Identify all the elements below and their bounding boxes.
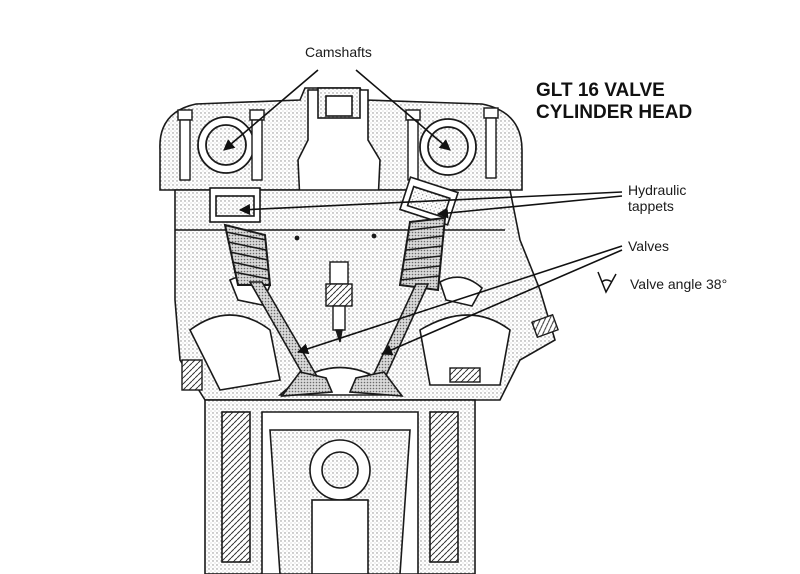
valve-spring-right — [398, 216, 447, 292]
label-valve-angle: Valve angle 38° — [630, 276, 728, 292]
camshafts-leader-right — [355, 69, 451, 151]
dowel-right — [371, 233, 377, 239]
right-port-plug — [449, 313, 559, 383]
piston — [261, 411, 419, 574]
left-port-plug — [181, 359, 203, 391]
diagram-title: GLT 16 VALVE CYLINDER HEAD — [536, 80, 692, 124]
dowel-left — [294, 235, 300, 241]
leader-lines — [223, 69, 623, 356]
camshafts-leader-left — [223, 69, 319, 151]
title-line-2: CYLINDER HEAD — [536, 102, 693, 123]
valves-leader-left — [296, 245, 623, 355]
cylinder-head-body — [174, 189, 556, 401]
valves-leader-right — [380, 249, 623, 356]
cover-bolts — [177, 107, 499, 181]
camshaft-left — [197, 116, 255, 174]
hydraulic-tappet-left — [209, 187, 261, 223]
label-hydraulic-tappets-line1: Hydraulic — [628, 182, 687, 198]
title-line-1: GLT 16 VALVE — [536, 80, 665, 101]
valve-spring-left — [223, 223, 272, 286]
tappets-leader-right — [436, 195, 623, 219]
tappets-leader-left — [238, 191, 623, 216]
label-hydraulic-tappets-line2: tappets — [628, 198, 674, 214]
label-camshafts: Camshafts — [305, 44, 372, 60]
valve-angle-symbol — [597, 271, 617, 294]
spark-plug — [325, 261, 353, 343]
label-valves: Valves — [628, 238, 669, 254]
valve-right — [348, 283, 430, 397]
camshaft-right — [419, 118, 477, 176]
valve-left — [248, 281, 334, 397]
